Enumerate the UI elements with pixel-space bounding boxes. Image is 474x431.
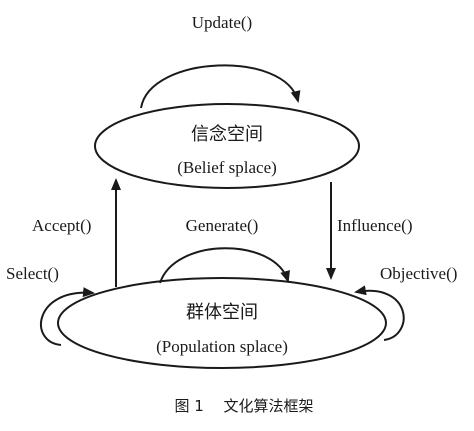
update-loop-arrow [140,64,301,109]
select-label: Select() [6,264,59,283]
belief-space-ellipse [94,103,360,189]
belief-space-node: 信念空间 (Belief splace) [94,103,360,189]
update-label: Update() [192,13,252,32]
population-space-ellipse [57,277,387,369]
generate-label: Generate() [186,216,259,235]
accept-label: Accept() [32,216,91,235]
belief-space-subtitle: (Belief splace) [177,158,277,177]
population-space-subtitle: (Population splace) [156,337,288,356]
objective-loop-arrow [354,285,405,341]
influence-label: Influence() [337,216,413,235]
figure-caption: 图 1 文化算法框架 [174,397,313,415]
population-space-title: 群体空间 [186,302,258,323]
population-space-node: 群体空间 (Population splace) [57,277,387,369]
generate-loop-arrow [159,247,290,284]
objective-label: Objective() [380,264,457,283]
select-loop-arrow [40,287,95,346]
belief-space-title: 信念空间 [191,123,263,145]
